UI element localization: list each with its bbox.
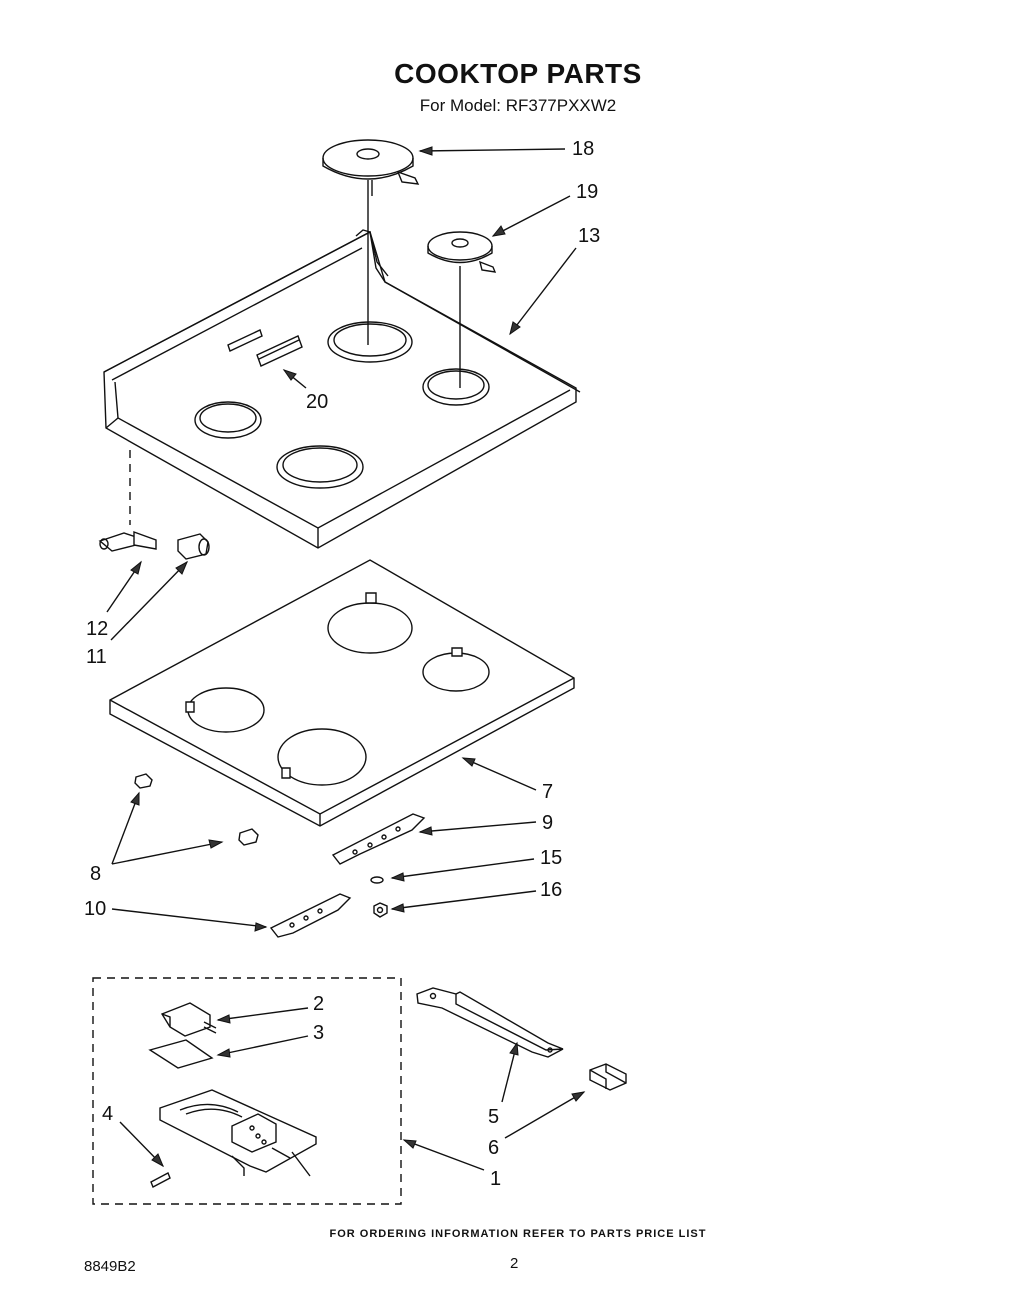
terminal-bracket xyxy=(98,531,157,552)
ordering-note: FOR ORDERING INFORMATION REFER TO PARTS … xyxy=(329,1228,707,1240)
callout-8: 8 xyxy=(90,863,101,885)
clip-block xyxy=(589,1063,627,1091)
mounting-bracket xyxy=(416,987,564,1058)
page-title: COOKTOP PARTS xyxy=(394,58,642,89)
kit-outline xyxy=(92,977,402,1205)
callout-19: 19 xyxy=(576,181,598,203)
retaining-clips xyxy=(134,773,259,846)
page-number: 2 xyxy=(510,1255,519,1272)
cooktop-main-top xyxy=(103,198,581,549)
callout-1: 1 xyxy=(490,1168,501,1190)
insulator-pad xyxy=(148,1039,214,1069)
model-subtitle: For Model: RF377PXXW2 xyxy=(419,96,617,115)
callout-3: 3 xyxy=(313,1022,324,1044)
large-surface-element xyxy=(322,139,420,198)
callout-12: 12 xyxy=(86,618,108,640)
nameplate xyxy=(256,335,303,367)
nut xyxy=(373,902,388,918)
leader-lines xyxy=(106,146,586,1171)
washer xyxy=(370,876,384,884)
callout-7: 7 xyxy=(542,781,553,803)
callout-13: 13 xyxy=(578,225,600,247)
infinite-switch xyxy=(160,1002,217,1037)
callout-6: 6 xyxy=(488,1137,499,1159)
callout-4: 4 xyxy=(102,1103,113,1125)
control-bracket-assembly xyxy=(159,1089,317,1177)
callout-18: 18 xyxy=(572,138,594,160)
harness-label xyxy=(150,1172,171,1188)
callout-numbers: 18 19 13 20 12 11 7 9 15 16 8 10 2 3 4 5… xyxy=(84,138,600,1190)
callout-10: 10 xyxy=(84,898,106,920)
callout-16: 16 xyxy=(540,879,562,901)
element-bracket-front xyxy=(269,893,352,938)
burner-box-pan xyxy=(109,559,575,827)
callout-20: 20 xyxy=(306,391,328,413)
callout-2: 2 xyxy=(313,993,324,1015)
callout-9: 9 xyxy=(542,812,553,834)
document-number: 8849B2 xyxy=(84,1258,136,1275)
callout-11: 11 xyxy=(86,646,107,668)
element-bracket-rear xyxy=(331,813,426,865)
callout-15: 15 xyxy=(540,847,562,869)
small-surface-element xyxy=(427,231,497,280)
callout-5: 5 xyxy=(488,1106,499,1128)
spacer xyxy=(177,533,210,560)
